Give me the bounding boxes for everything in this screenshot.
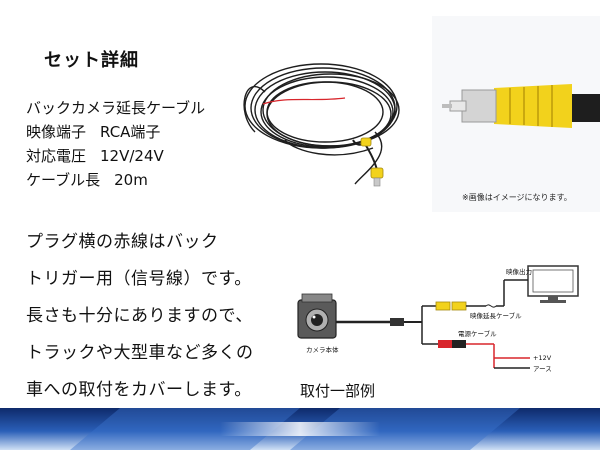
coiled-cable-image bbox=[243, 63, 400, 187]
plus-12v-label: +12V bbox=[533, 354, 552, 362]
description-line: 長さも十分にありますので、 bbox=[26, 306, 253, 326]
spec-row-voltage: 対応電圧 12V/24V bbox=[26, 144, 205, 168]
diagram-caption: 取付一部例 bbox=[300, 382, 376, 400]
camera-body-label: カメラ本体 bbox=[306, 345, 339, 354]
spec-label: バックカメラ延長ケーブル bbox=[26, 99, 206, 117]
spec-row-length: ケーブル長 20m bbox=[26, 168, 205, 192]
spec-label: ケーブル長 bbox=[26, 171, 101, 189]
power-cable-label: 電源ケーブル bbox=[458, 329, 497, 338]
spec-label: 対応電圧 bbox=[26, 147, 87, 165]
rca-plug-image bbox=[432, 16, 600, 212]
set-details-title: セット詳細 bbox=[44, 50, 139, 71]
spec-row-terminal: 映像端子 RCA端子 bbox=[26, 120, 205, 144]
monitor-icon bbox=[527, 265, 579, 303]
spec-list: バックカメラ延長ケーブル 映像端子 RCA端子 対応電圧 12V/24V ケーブル長… bbox=[26, 96, 205, 192]
ground-label: アース bbox=[533, 365, 552, 373]
wiring-diagram: 映像出力 映像延長ケーブル 電源ケーブル カメラ本体 +12V アース bbox=[297, 265, 579, 373]
description-line: トリガー用（信号線）です。 bbox=[26, 269, 252, 289]
spec-value: RCA端子 bbox=[100, 123, 161, 141]
description-line: 車への取付をカバーします。 bbox=[26, 380, 252, 400]
extension-cable-label: 映像延長ケーブル bbox=[470, 311, 522, 320]
spec-value: 12V/24V bbox=[100, 147, 164, 165]
description-line: トラックや大型車など多くの bbox=[26, 343, 254, 363]
video-output-label: 映像出力 bbox=[506, 267, 532, 276]
footer-decoration bbox=[0, 408, 600, 450]
spec-value: 20m bbox=[114, 171, 148, 189]
description-line: プラグ横の赤線はバック bbox=[26, 232, 219, 252]
description: プラグ横の赤線はバック トリガー用（信号線）です。 長さも十分にありますので、 … bbox=[26, 224, 254, 409]
spec-row-product: バックカメラ延長ケーブル bbox=[26, 96, 205, 120]
spec-label: 映像端子 bbox=[26, 123, 87, 141]
camera-icon bbox=[297, 293, 337, 339]
image-disclaimer: ※画像はイメージになります。 bbox=[462, 193, 572, 202]
